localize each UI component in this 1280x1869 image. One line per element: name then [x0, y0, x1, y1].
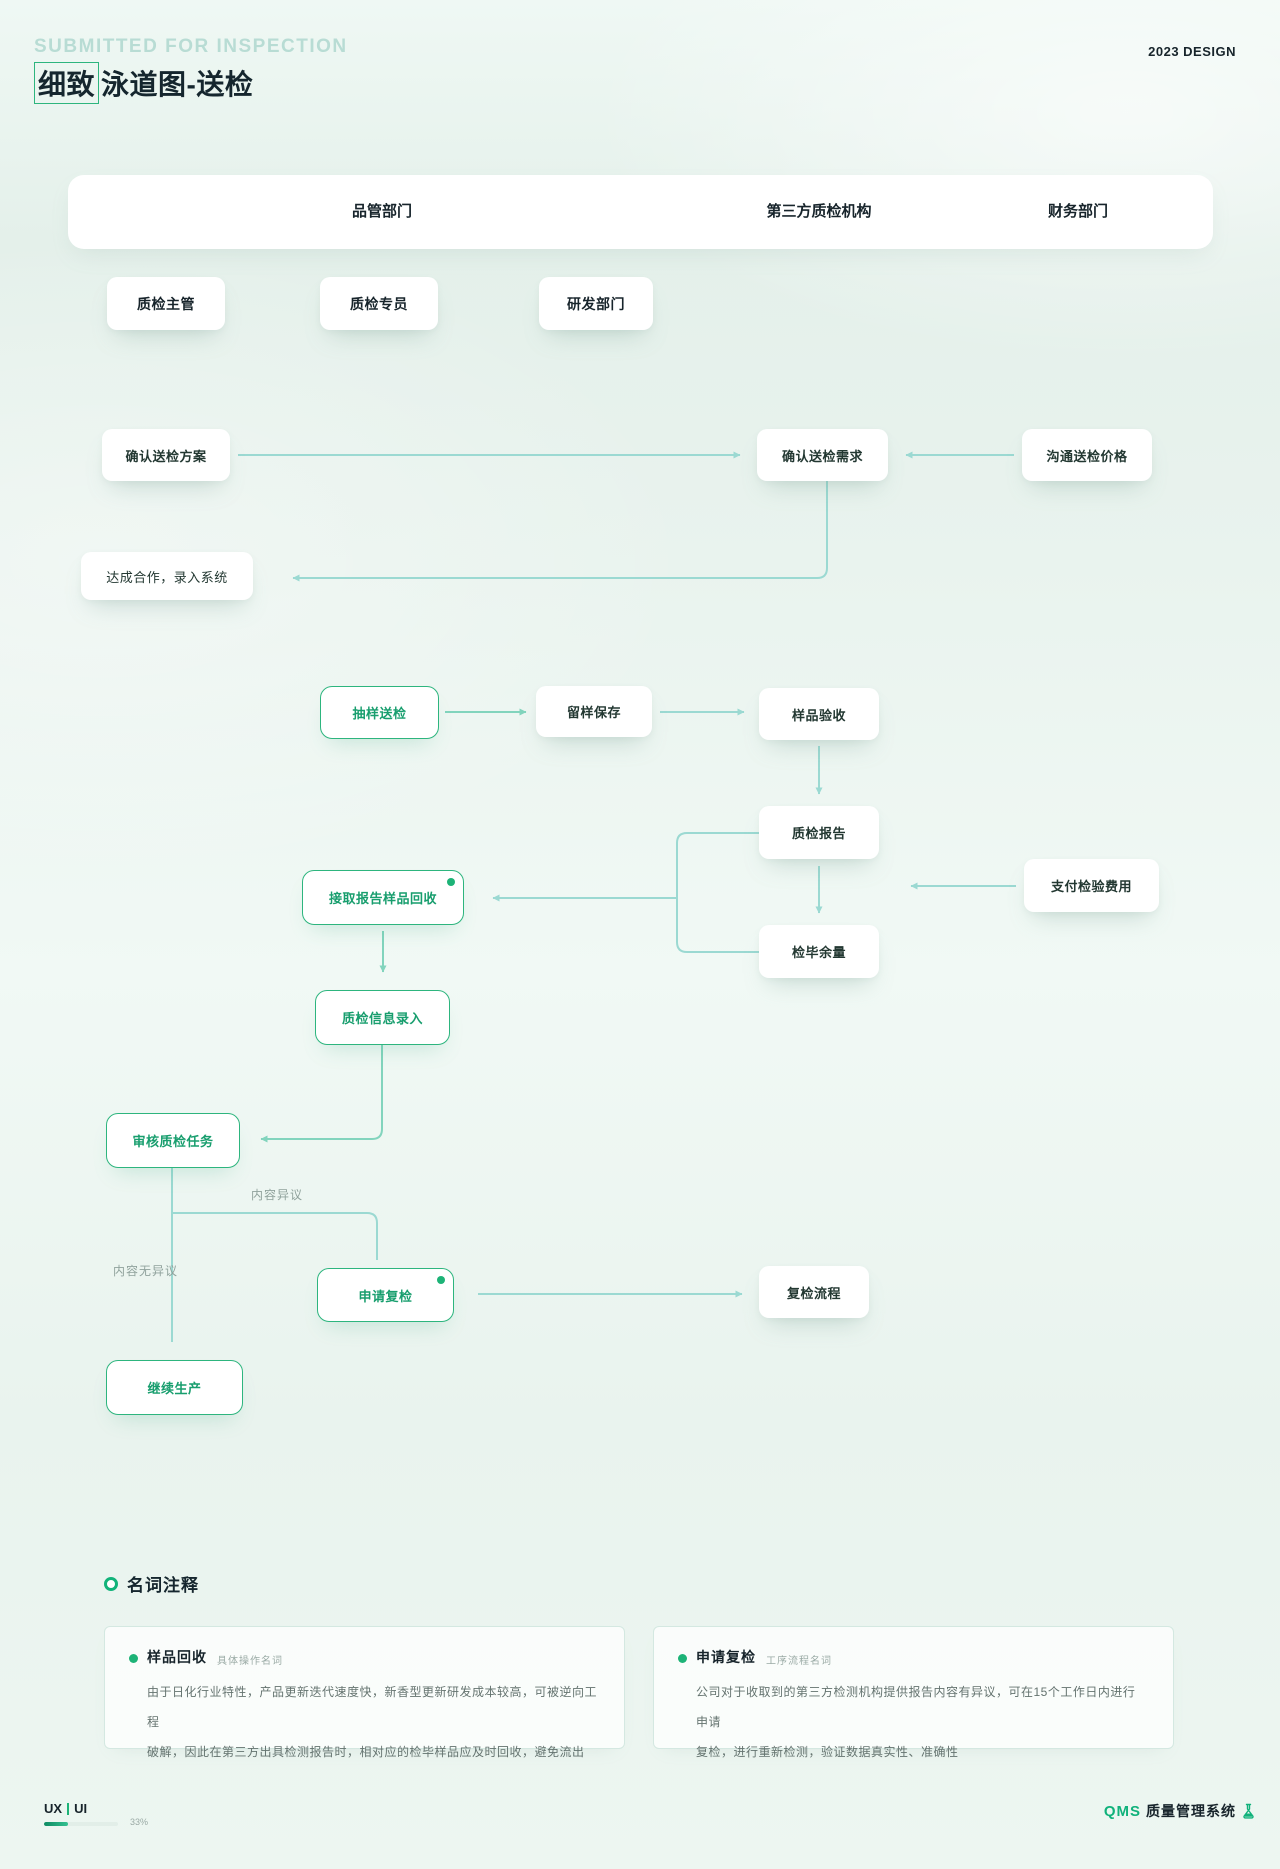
node-receive-report-label: 接取报告样品回收: [328, 891, 437, 906]
node-pay-fee: 支付检验费用: [1024, 859, 1159, 912]
role-qc-specialist: 质检专员: [320, 277, 438, 330]
node-confirm-plan: 确认送检方案: [102, 429, 230, 481]
node-apply-recheck: 申请复检: [317, 1268, 454, 1322]
eyebrow-label: SUBMITTED FOR INSPECTION: [34, 36, 348, 57]
glossary-body-line1: 公司对于收取到的第三方检测机构提供报告内容有异议，可在15个工作日内进行申请: [696, 1685, 1136, 1729]
page-title: 细致泳道图-送检: [34, 62, 253, 104]
node-remaining-sample: 检毕余量: [759, 925, 879, 978]
glossary-tag: 工序流程名词: [766, 1656, 832, 1667]
glossary-term: 样品回收: [147, 1649, 207, 1665]
brand-abbr: QMS: [1103, 1802, 1141, 1820]
node-review-task: 审核质检任务: [106, 1113, 240, 1168]
footer-brand: QMS 质量管理系统: [1104, 1801, 1256, 1821]
footer-divider: [67, 1802, 70, 1815]
node-qc-report: 质检报告: [759, 806, 879, 859]
node-sample-acceptance: 样品验收: [759, 688, 879, 740]
node-continue-production: 继续生产: [106, 1360, 243, 1415]
swimlane-header-bar: 品管部门 第三方质检机构 财务部门: [68, 175, 1213, 249]
node-confirm-need: 确认送检需求: [757, 429, 888, 481]
glossary-body-line2: 破解，因此在第三方出具检测报告时，相对应的检毕样品应及时回收，避免流出: [147, 1745, 585, 1759]
node-receive-report: 接取报告样品回收: [302, 870, 464, 925]
glossary-card-apply-recheck: 申请复检 工序流程名词 公司对于收取到的第三方检测机构提供报告内容有异议，可在1…: [653, 1626, 1174, 1759]
role-qc-supervisor: 质检主管: [107, 277, 225, 330]
node-retain-sample: 留样保存: [536, 686, 652, 737]
receive-report-dot: [447, 878, 455, 886]
glossary-body: 由于日化行业特性，产品更新迭代速度快，新香型更新研发成本较高，可被逆向工程 破解…: [147, 1677, 597, 1767]
glossary-body-line1: 由于日化行业特性，产品更新迭代速度快，新香型更新研发成本较高，可被逆向工程: [147, 1685, 598, 1729]
node-sampling: 抽样送检: [320, 686, 439, 739]
title-rest: 泳道图-送检: [101, 69, 254, 100]
role-rd-dept: 研发部门: [539, 277, 653, 330]
footer-progress-bar: [44, 1822, 118, 1826]
flow-connectors: [171, 451, 1016, 1342]
glossary-section-title: 名词注释: [127, 1576, 199, 1595]
bullet-dot-icon: [678, 1654, 687, 1663]
brand-name: 质量管理系统: [1146, 1803, 1236, 1819]
glossary-tag: 具体操作名词: [217, 1656, 283, 1667]
footer-progress-fill: [44, 1822, 69, 1826]
node-qc-entry: 质检信息录入: [315, 990, 450, 1045]
glossary-term: 申请复检: [696, 1649, 756, 1665]
flask-icon: [1243, 1803, 1254, 1819]
glossary-body-line2: 复检，进行重新检测，验证数据真实性、准确性: [696, 1745, 959, 1759]
footer-ui-label: UI: [74, 1801, 88, 1816]
edge-label-dispute: 内容异议: [251, 1188, 304, 1202]
lane-quality-dept: 品管部门: [351, 203, 412, 220]
edge-label-no-dispute: 内容无异议: [113, 1264, 179, 1278]
design-year-label: 2023 DESIGN: [1148, 44, 1236, 59]
apply-recheck-dot: [437, 1276, 445, 1284]
lane-finance: 财务部门: [1047, 203, 1108, 220]
lane-third-party: 第三方质检机构: [766, 203, 872, 220]
bullet-dot-icon: [129, 1654, 138, 1663]
node-apply-recheck-label: 申请复检: [358, 1288, 413, 1304]
glossary-card-sample-recovery: 样品回收 具体操作名词 由于日化行业特性，产品更新迭代速度快，新香型更新研发成本…: [104, 1626, 625, 1759]
footer-progress-percent: 33%: [130, 1817, 149, 1827]
title-highlight-box: 细致: [34, 62, 100, 104]
node-negotiate-price: 沟通送检价格: [1022, 429, 1152, 481]
footer-ux-label: UX: [44, 1801, 63, 1816]
glossary-ring-icon: [104, 1577, 118, 1591]
glossary-body: 公司对于收取到的第三方检测机构提供报告内容有异议，可在15个工作日内进行申请 复…: [696, 1677, 1146, 1767]
footer-uxui: UX UI: [44, 1801, 87, 1816]
node-recheck-flow: 复检流程: [759, 1266, 869, 1318]
node-cooperation: 达成合作，录入系统: [81, 552, 253, 600]
